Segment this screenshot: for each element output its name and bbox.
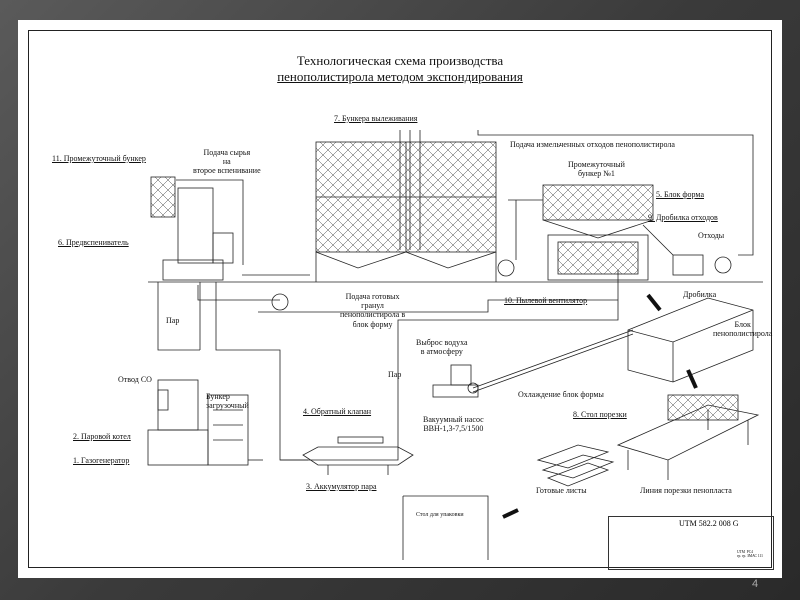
label-check-valve-4: 4. Обратный клапан (303, 407, 372, 416)
title-line-1: Технологическая схема производства (296, 53, 504, 68)
cutting-table (616, 394, 760, 480)
foam-block (627, 297, 754, 383)
diagram-title: Технологическая схема производства пеноп… (18, 53, 782, 84)
fan (271, 293, 289, 311)
label-waste: Отходы (698, 231, 725, 240)
packing-table (402, 495, 489, 560)
label-cutting-line: Линия порезки пенопласта (640, 486, 732, 495)
label-feed-granules: Подача готовых гранул пенополистирола в … (340, 292, 406, 329)
steam-pipe (157, 282, 308, 461)
storage-bunkers (315, 130, 497, 282)
label-crusher: Дробилка (683, 290, 717, 299)
boiler (147, 379, 263, 466)
process-diagram (147, 130, 763, 560)
label-feed-waste: Подача измельченных отходов пенополистир… (510, 140, 675, 149)
label-steam-boiler-2: 2. Паровой котел (73, 432, 131, 441)
label-sheets: Готовые листы (536, 486, 587, 495)
fan-pipe (258, 299, 618, 313)
label-bunker-1: Промежуточный бункер №1 (568, 160, 625, 179)
waste-crusher (642, 224, 732, 276)
title-block-stamp: UTM 582.2 008 G UTM PC4 гр. гр. ЗМАС 111 (608, 516, 774, 570)
label-steam-a: Пар (166, 316, 180, 325)
vacuum-pump (432, 329, 634, 398)
waste-pipe (477, 130, 754, 256)
label-packing-table: Стол для упаковки (416, 512, 464, 518)
finished-sheets (536, 444, 615, 487)
label-fan-10: 10. Пылевой вентилятор (504, 296, 588, 305)
stamp-code: UTM 582.2 008 G (679, 519, 739, 528)
title-line-2: пенополистирола методом экспондирования (277, 68, 523, 84)
drawing-frame (28, 30, 772, 568)
label-foam-block: Блок пенополистирола (713, 320, 773, 339)
label-cooling: Охлаждение блок формы (518, 390, 604, 399)
label-feed-second: Подача сырья на второе вспенивание (193, 148, 261, 176)
preexpander (150, 176, 310, 301)
label-bunker-11: 11. Промежуточный бункер (52, 154, 146, 163)
label-steam-b: Пар (388, 370, 402, 379)
page-number: 4 (752, 578, 759, 590)
label-gas-generator-1: 1. Газогенератор (73, 456, 130, 465)
arrow-down (646, 293, 662, 312)
label-vacuum-pump: Вакуумный насос ВВН-1,3-7,5/1500 (423, 415, 484, 434)
label-block-form-5: 5. Блок форма (656, 190, 704, 199)
label-co-outlet: Отвод СО (118, 375, 152, 384)
arrow-down (686, 369, 698, 389)
intermediate-bunker-1 (497, 184, 654, 281)
label-bunkers-7: 7. Бункера вылеживания (334, 114, 418, 123)
stamp-org: UTM PC4 гр. гр. ЗМАС 111 (737, 550, 763, 558)
label-preexpander-6: 6. Предвспениватель (58, 238, 129, 247)
label-accumulator-3: 3. Аккумулятор пара (306, 482, 377, 491)
drawing-sheet: Технологическая схема производства пеноп… (18, 20, 782, 578)
arrow-left (502, 508, 519, 519)
label-air-out: Выброс водуха в атмосферу (416, 338, 468, 357)
label-cutting-table-8: 8. Стол порезки (573, 410, 627, 419)
granule-pipe (280, 270, 619, 461)
label-crusher-9: 9. Дробилка отходов (648, 213, 718, 222)
label-load-bunker: Бункер загрузочный (206, 392, 249, 411)
steam-accumulator (302, 436, 414, 475)
